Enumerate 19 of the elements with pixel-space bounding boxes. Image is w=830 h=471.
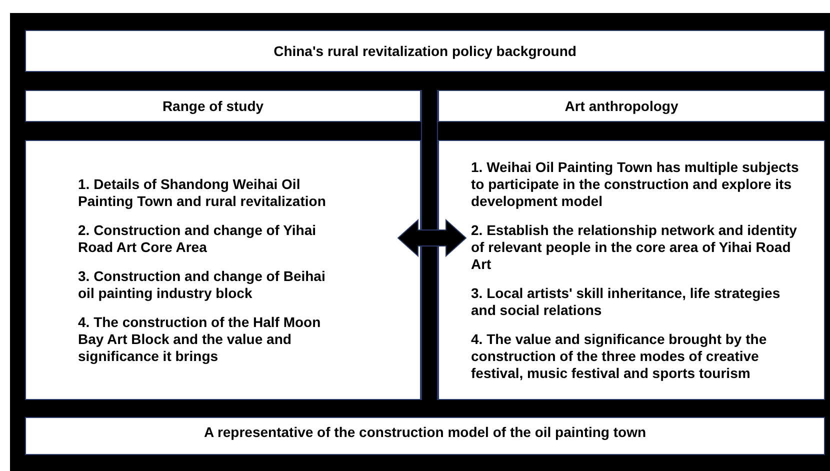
box-label: China's rural revitalization policy background (274, 43, 576, 59)
list-item-text: 2. Establish the relationship network and identity of relevant people in the core area of Yihai Road Art (471, 222, 798, 272)
text-box (438, 90, 825, 122)
list-item-text: 4. The construction of the Half Moon Bay Art Block and the value and significance it brings (78, 314, 322, 364)
list-item-text: 1. Weihai Oil Painting Town has multiple subjects to participate in the construction and explore its development model (471, 158, 800, 210)
list-item-text: 1. Details of Shandong Weihai Oil Painting Town and rural revitalization (78, 176, 327, 210)
list-item-text: 4. The value and significance brought by the construction of the three modes of creative festival, music festival and sports tourism (471, 330, 768, 382)
box-label: A representative of the construction model of the oil painting town (204, 424, 646, 440)
list-item-text: 2. Construction and change of Yihai Road Art Core Area (78, 222, 318, 256)
list-item-text: 3. Local artists' skill inheritance, life strategies and social relations (471, 284, 782, 318)
content-box (438, 140, 825, 400)
text-box (25, 30, 825, 72)
content-box (25, 140, 421, 400)
text-box (25, 417, 825, 455)
list-item-text: 3. Construction and change of Beihai oil painting industry block (78, 268, 326, 302)
box-label: Range of study (162, 98, 264, 114)
text-box (25, 90, 421, 122)
double-arrow (397, 218, 467, 258)
box-label: Art anthropology (564, 98, 678, 114)
